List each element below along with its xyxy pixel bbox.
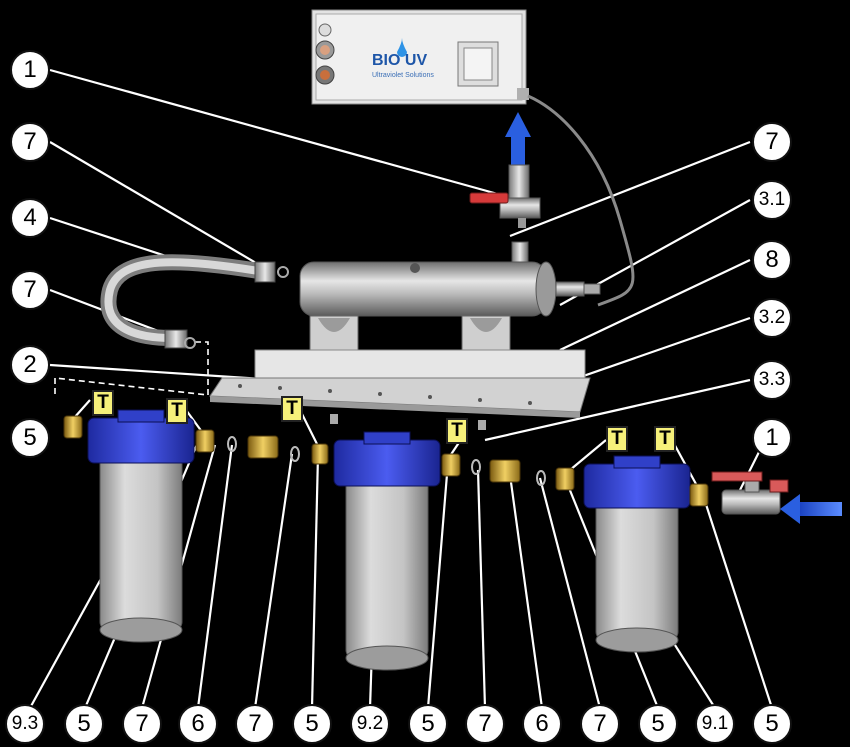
callout-9-2-filter: 9.2 xyxy=(350,704,390,744)
callout-7-bottom-d: 7 xyxy=(580,704,620,744)
mounting-plate xyxy=(209,349,591,430)
callout-3-1-reactor: 3.1 xyxy=(752,180,792,220)
o-rings xyxy=(227,436,546,486)
brass-fittings xyxy=(63,415,709,507)
inlet-valve xyxy=(711,471,789,515)
callout-9-3-filter: 9.3 xyxy=(5,704,45,744)
t-badge-1: T xyxy=(92,390,114,416)
t-badge-5: T xyxy=(606,426,628,452)
callout-5-bottom-c: 5 xyxy=(408,704,448,744)
callout-7-bottom-c: 7 xyxy=(465,704,505,744)
outlet-flow-arrow xyxy=(505,112,531,167)
callout-2-mounting-plate: 2 xyxy=(10,345,50,385)
callout-3-2-support: 3.2 xyxy=(752,298,792,338)
filter-housing-9-3 xyxy=(87,409,195,643)
callout-5-left-fitting: 5 xyxy=(10,418,50,458)
callout-5-bottom-a: 5 xyxy=(64,704,104,744)
outlet-valve xyxy=(469,164,541,228)
callout-7-bottom-b: 7 xyxy=(235,704,275,744)
callout-7-outlet: 7 xyxy=(752,122,792,162)
callout-3-3-screw: 3.3 xyxy=(752,360,792,400)
callout-7-hose-end: 7 xyxy=(10,270,50,310)
callout-5-bottom-e: 5 xyxy=(752,704,792,744)
callout-5-bottom-d: 5 xyxy=(638,704,678,744)
callout-1-inlet-valve: 1 xyxy=(752,418,792,458)
filter-housing-9-2 xyxy=(333,431,441,671)
bypass-hose xyxy=(100,254,289,349)
t-badge-3: T xyxy=(281,396,303,422)
callout-5-bottom-b: 5 xyxy=(292,704,332,744)
callout-1-uv-control: 1 xyxy=(10,50,50,90)
t-badge-6: T xyxy=(654,426,676,452)
filter-housing-9-1 xyxy=(583,455,691,653)
callout-6-bottom-b: 6 xyxy=(522,704,562,744)
power-cable xyxy=(527,94,635,307)
callout-4-bypass-hose: 4 xyxy=(10,198,50,238)
t-badge-4: T xyxy=(446,418,468,444)
callout-6-bottom-a: 6 xyxy=(178,704,218,744)
callout-8-cable: 8 xyxy=(752,240,792,280)
control-unit xyxy=(311,9,529,105)
t-badge-2: T xyxy=(166,398,188,424)
callout-9-1-filter: 9.1 xyxy=(695,704,735,744)
control-unit-brand: BIO UV xyxy=(372,52,428,69)
callout-7-hose-nut: 7 xyxy=(10,122,50,162)
inlet-flow-arrow xyxy=(780,494,842,524)
callout-7-bottom-a: 7 xyxy=(122,704,162,744)
control-unit-subtitle: Ultraviolet Solutions xyxy=(372,72,434,79)
